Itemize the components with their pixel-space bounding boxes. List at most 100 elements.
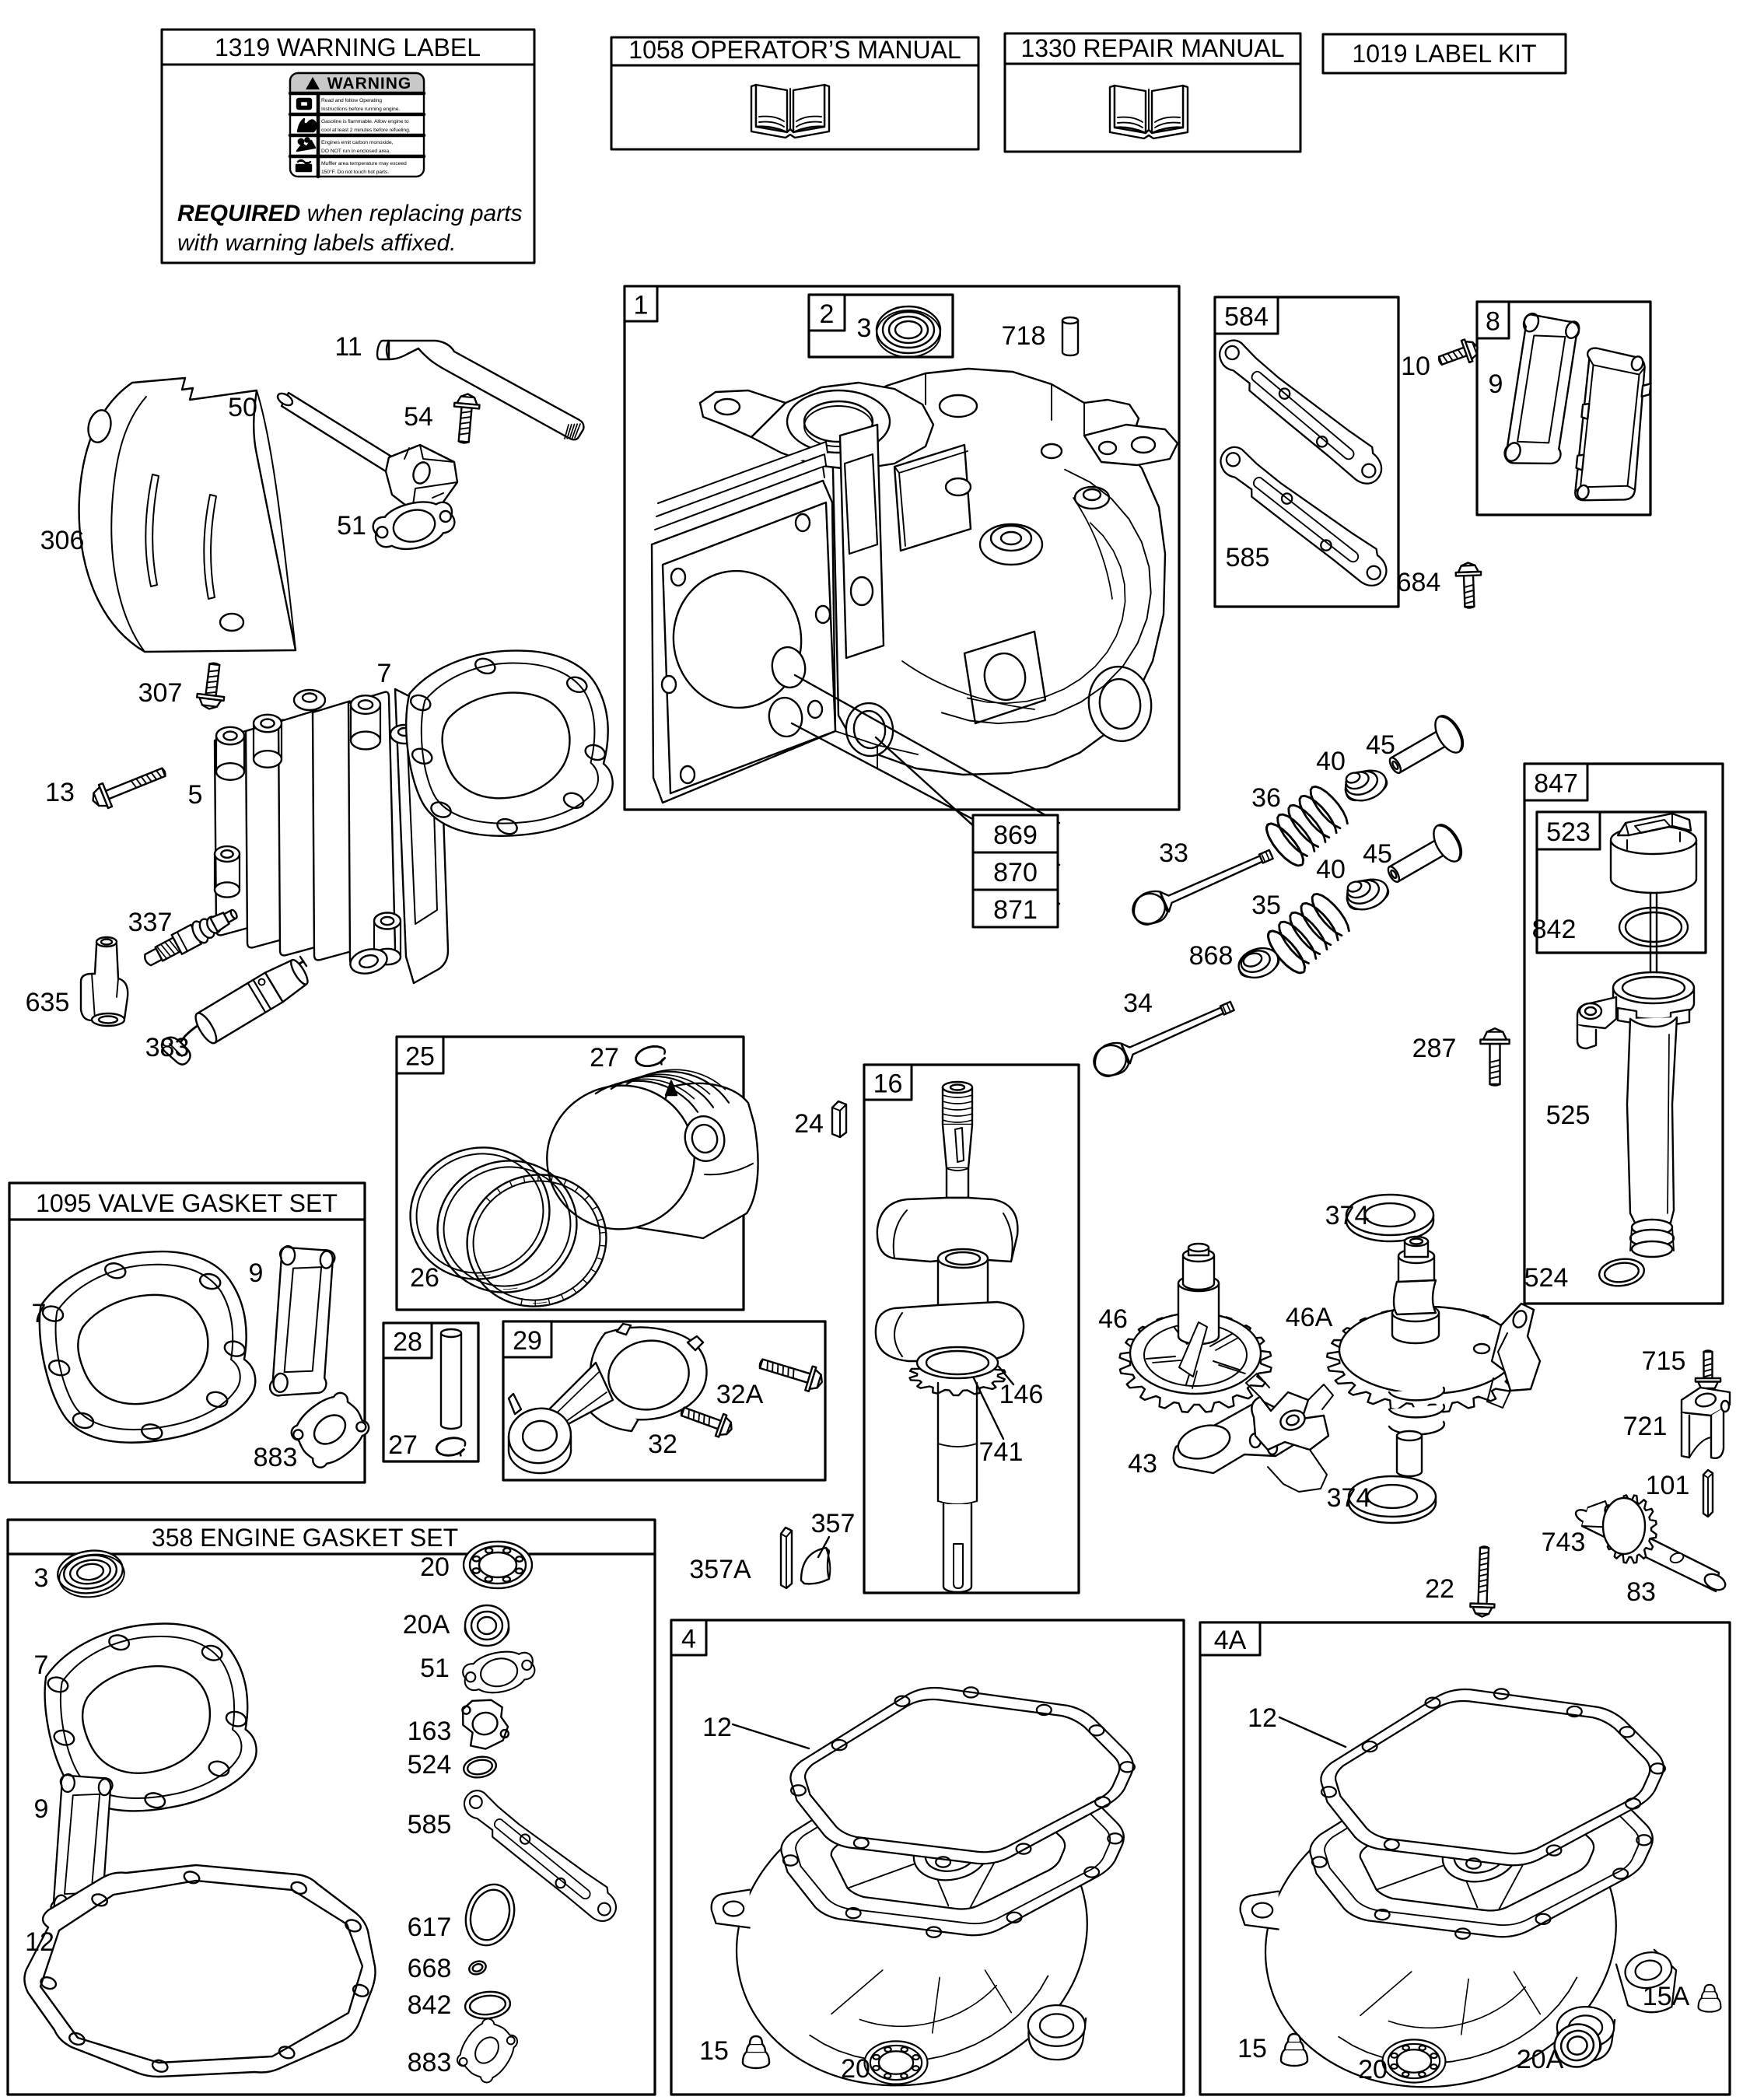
line-art [359, 954, 379, 969]
line-art [141, 1423, 163, 1440]
line-art [1479, 1556, 1489, 1561]
line-art [225, 1710, 247, 1727]
line-art [1451, 351, 1459, 360]
line-art [279, 1244, 296, 1266]
line-art [1346, 886, 1390, 911]
line-art [205, 691, 218, 695]
line-art [1390, 869, 1398, 880]
part-label-p721: 721 [1623, 1412, 1668, 1441]
line-art [502, 1576, 512, 1583]
line-art [949, 1083, 966, 1091]
group-box-4A [1199, 1621, 1731, 2096]
line-art [457, 2018, 519, 2084]
line-art [1640, 382, 1652, 398]
line-art [1472, 341, 1478, 355]
line-art [1278, 387, 1291, 400]
line-art [596, 1257, 604, 1261]
part-label-p3b: 3 [34, 1563, 49, 1593]
part-breather-gasket-585 [1220, 446, 1388, 587]
line-art [521, 1659, 533, 1671]
line-art [412, 461, 431, 485]
line-art [852, 1836, 870, 1850]
line-art [1130, 436, 1157, 454]
line-art [194, 1012, 218, 1045]
line-art [161, 767, 166, 778]
line-art [1300, 901, 1339, 947]
line-art [584, 744, 607, 761]
line-art [1213, 1360, 1240, 1370]
line-art [1361, 463, 1377, 478]
part-washer-374a [1345, 1193, 1435, 1243]
line-art [1118, 1761, 1136, 1773]
line-art [1260, 851, 1270, 863]
part-valve-spring-35 [1267, 893, 1350, 975]
line-art [215, 726, 246, 746]
line-art [1251, 370, 1355, 460]
line-art [299, 955, 308, 968]
line-art [272, 1372, 289, 1394]
line-art [1363, 1202, 1416, 1228]
warning-flame-icon [296, 117, 317, 133]
line-art [40, 1976, 58, 1990]
part-o-ring-524-egs [462, 1755, 498, 1779]
line-art [257, 978, 266, 986]
line-art [726, 1421, 732, 1436]
line-art [1346, 880, 1363, 893]
callout-box-c29 [502, 1320, 553, 1359]
line-art [1478, 1584, 1489, 1588]
line-art [1624, 911, 1683, 943]
part-label-p383: 383 [145, 1033, 190, 1062]
part-label-p374b: 374 [1327, 1483, 1371, 1513]
part-label-p9b: 9 [249, 1258, 264, 1288]
line-art [145, 474, 159, 587]
line-art [780, 1530, 793, 1589]
line-art [1177, 1424, 1231, 1460]
line-art [461, 1705, 471, 1715]
line-art [471, 1567, 481, 1574]
line-art [962, 1686, 979, 1699]
part-rod-clamp-721 [1680, 1386, 1731, 1459]
part-oil-seal-3-egs [57, 1549, 125, 1598]
line-art [1278, 920, 1318, 964]
part-dowel-pin-718 [1061, 316, 1080, 357]
line-art [938, 394, 978, 418]
callout-box-c8 [1475, 300, 1510, 340]
line-art [198, 1272, 222, 1290]
part-carburetor-gasket-163 [461, 1699, 510, 1750]
line-art [782, 1364, 785, 1376]
line-art [615, 1322, 705, 1352]
line-art [252, 713, 283, 733]
line-art [838, 423, 885, 660]
callout-c870: 870 [971, 851, 1059, 891]
line-art [376, 339, 390, 361]
callout-c16: 16 [863, 1063, 913, 1101]
line-art [1649, 1762, 1667, 1775]
part-exhaust-gasket-883-vgs [290, 1391, 370, 1468]
line-art [1152, 1360, 1181, 1363]
part-label-p684: 684 [1397, 568, 1441, 597]
line-art [509, 1180, 513, 1188]
part-label-p585a: 585 [1226, 543, 1270, 572]
line-art [409, 694, 432, 712]
line-art [935, 1856, 952, 1868]
line-art [404, 447, 444, 499]
line-art [1320, 539, 1332, 551]
line-art [809, 1975, 1049, 2063]
line-art [47, 1359, 71, 1377]
part-label-p35: 35 [1251, 891, 1281, 920]
line-art [247, 982, 267, 1013]
line-art [506, 2035, 516, 2046]
line-art [1150, 84, 1185, 135]
line-art [260, 718, 275, 729]
line-art [894, 1312, 903, 1357]
callout-c29: 29 [502, 1320, 553, 1359]
line-art [591, 1206, 598, 1210]
line-art [672, 569, 803, 709]
line-art [1224, 345, 1240, 361]
line-art [562, 792, 585, 810]
line-art [1447, 352, 1454, 362]
line-art [205, 1391, 229, 1409]
line-art [859, 1984, 998, 2028]
line-art [597, 1902, 611, 1916]
